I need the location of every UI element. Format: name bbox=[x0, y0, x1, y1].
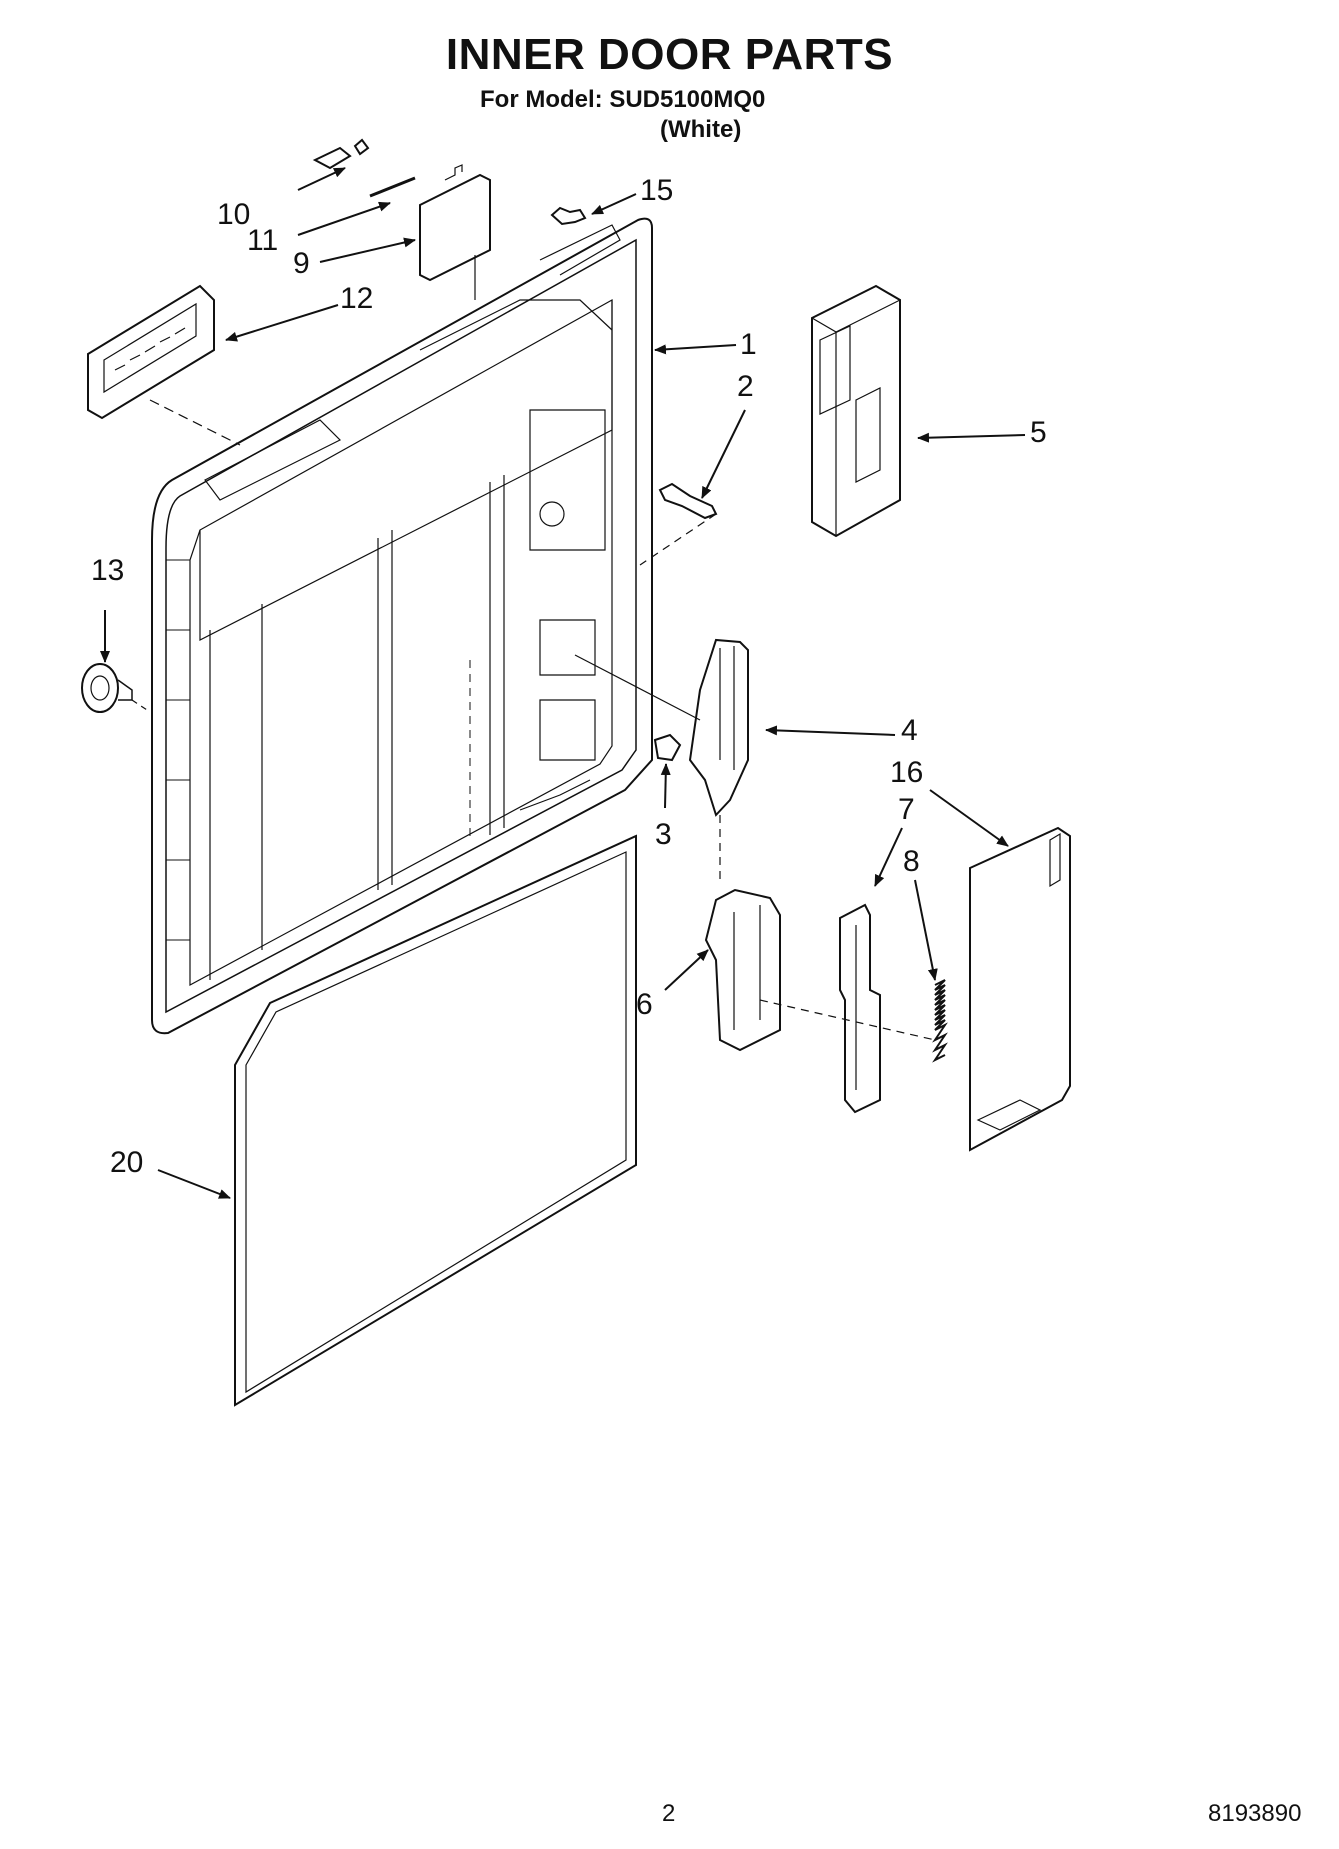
inner-door-panel bbox=[152, 219, 652, 1034]
callout-8: 8 bbox=[903, 845, 920, 878]
callout-20: 20 bbox=[110, 1146, 144, 1179]
page-title: INNER DOOR PARTS bbox=[445, 30, 894, 79]
rod-part bbox=[370, 178, 415, 196]
bumper-part bbox=[82, 664, 132, 712]
callout-16: 16 bbox=[890, 756, 924, 789]
screw-part bbox=[552, 208, 585, 224]
side-cover-part bbox=[970, 828, 1070, 1150]
page-number: 2 bbox=[662, 1800, 676, 1827]
pin-part bbox=[660, 484, 716, 518]
bracket-part bbox=[706, 890, 780, 1050]
latch-slide-part bbox=[690, 640, 748, 815]
callout-10: 10 bbox=[217, 198, 251, 231]
model-line: For Model: SUD5100MQ0 bbox=[480, 86, 766, 113]
callout-12: 12 bbox=[340, 282, 374, 315]
cover-plate-part bbox=[420, 175, 490, 280]
callout-1: 1 bbox=[740, 328, 757, 361]
callout-7: 7 bbox=[898, 793, 915, 826]
color-variant: (White) bbox=[660, 116, 742, 143]
callout-15: 15 bbox=[640, 174, 674, 207]
callout-6: 6 bbox=[636, 988, 653, 1021]
spring-part bbox=[935, 980, 945, 1060]
callout-4: 4 bbox=[901, 714, 918, 747]
document-number: 8193890 bbox=[1208, 1800, 1302, 1827]
handle-part bbox=[88, 286, 214, 418]
latch-housing-part bbox=[812, 286, 900, 536]
callout-3: 3 bbox=[655, 818, 672, 851]
leader-arrows bbox=[100, 168, 1025, 1198]
callout-9: 9 bbox=[293, 247, 310, 280]
clip-part bbox=[315, 140, 368, 168]
callout-13: 13 bbox=[91, 554, 125, 587]
knob-part bbox=[655, 735, 680, 760]
callout-11: 11 bbox=[247, 224, 279, 257]
callout-2: 2 bbox=[737, 370, 754, 403]
callout-5: 5 bbox=[1030, 416, 1047, 449]
outer-door-panel bbox=[235, 836, 636, 1405]
slide-arm-part bbox=[840, 905, 880, 1112]
